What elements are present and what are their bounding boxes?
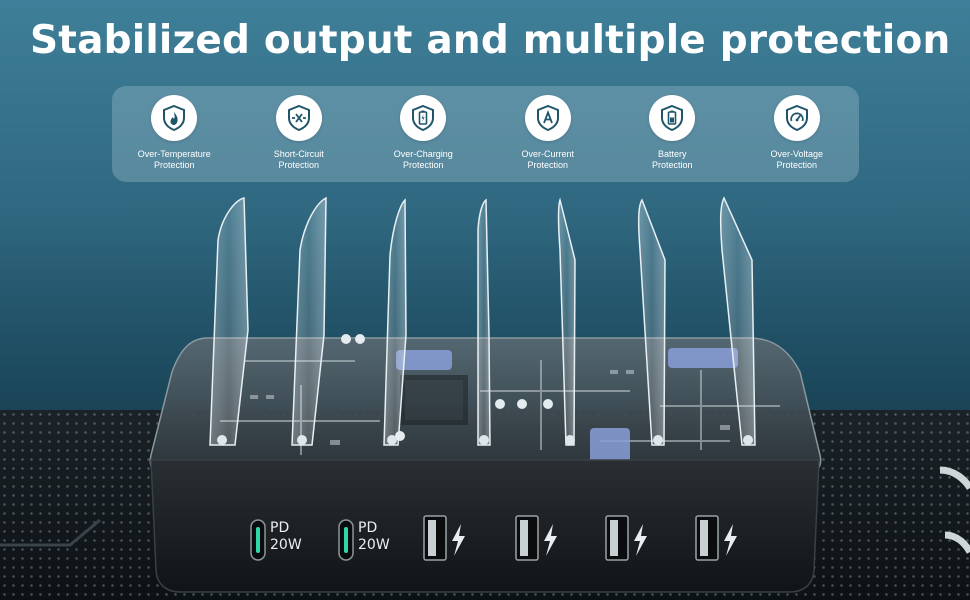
battery-shield-icon	[649, 95, 696, 141]
divider-mount-screws	[217, 435, 753, 445]
cable-decoration	[939, 466, 970, 490]
lightning-icon	[544, 524, 557, 556]
lightning-icon	[452, 524, 465, 556]
gauge-shield-icon	[773, 95, 820, 141]
lightning-icon	[724, 524, 737, 556]
ampere-shield-icon	[524, 95, 571, 141]
cable-decoration	[0, 518, 101, 547]
headline: Stabilized output and multiple protectio…	[30, 18, 951, 63]
device-front-face	[150, 459, 820, 593]
usb-a-port[interactable]	[605, 515, 629, 561]
lightning-icon	[634, 524, 647, 556]
blue-inductor-components	[396, 348, 738, 464]
usb-c-port[interactable]	[338, 519, 354, 561]
battery-charge-shield-icon	[400, 95, 447, 141]
flame-shield-icon	[151, 95, 198, 141]
short-circuit-shield-icon	[275, 95, 322, 141]
usb-a-port[interactable]	[695, 515, 719, 561]
usb-a-port[interactable]	[423, 515, 447, 561]
usb-c-port[interactable]	[250, 519, 266, 561]
cable-decoration	[944, 531, 970, 554]
glass-dividers	[209, 196, 756, 446]
usb-a-port[interactable]	[515, 515, 539, 561]
